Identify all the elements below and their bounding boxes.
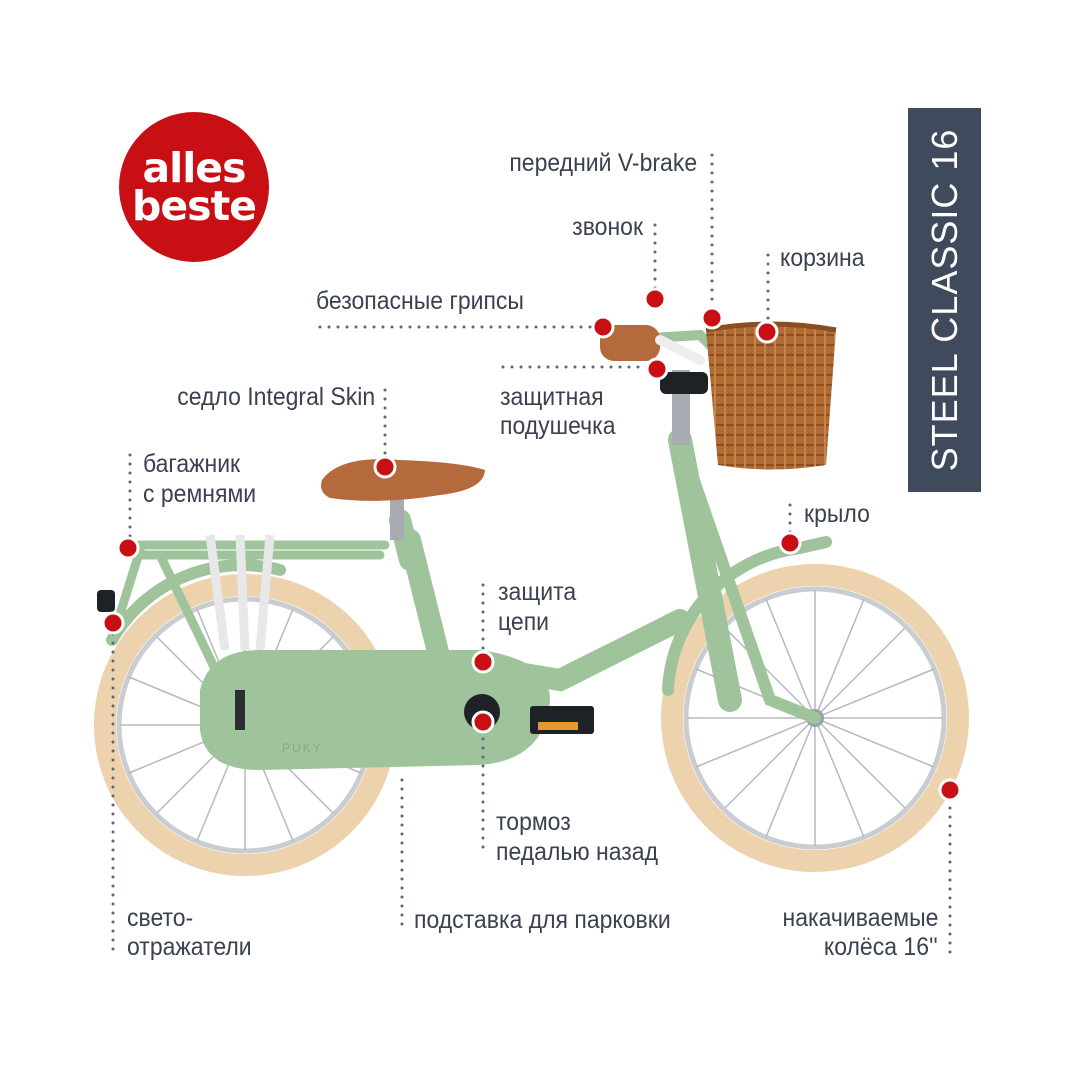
label-rack-line1: багажник [143,450,241,478]
label-wheels-line1: накачиваемые [782,904,938,932]
label-kickstand: подставка для парковки [414,906,671,934]
rear-fender [106,559,286,646]
label-pad-line1: защитная [500,383,604,411]
dot-saddle [373,455,397,479]
label-chainguard-line1: защита [498,578,577,606]
leader-lines [111,153,952,957]
grip [600,325,660,361]
rack-straps [205,534,275,651]
dot-vbrake [700,306,724,330]
label-front-vbrake: передний V-brake [509,149,697,177]
chain-guard-logo: PUKY [282,741,323,755]
basket [706,324,836,470]
dot-reflector [101,611,125,635]
label-grips: безопасные грипсы [316,287,524,315]
label-fender: крыло [804,500,870,528]
indicator-dots [101,287,962,802]
model-name-box: STEEL CLASSIC 16 [908,108,981,492]
brake-lever [655,335,705,365]
dot-coaster [471,710,495,734]
label-pad-line2: подушечка [500,412,616,440]
alles-beste-badge: alles beste [119,112,269,262]
label-bell: звонок [572,213,643,241]
dot-fender [778,531,802,555]
chain-guard [200,650,550,770]
seat-post [390,495,404,540]
dot-rack [116,536,140,560]
label-basket: корзина [780,244,865,272]
label-chainguard-line2: цепи [498,608,550,636]
label-reflectors-line2: отражатели [127,933,252,961]
dot-bell [643,287,667,311]
rear-reflector [97,590,115,612]
label-coaster-line2: педалью назад [496,838,658,866]
label-rack-line2: с ремнями [143,480,257,508]
dot-basket [755,320,779,344]
rear-rack [107,540,390,705]
badge-line2: beste [132,182,257,230]
label-reflectors-line1: свето- [127,904,194,932]
label-wheels-line2: колёса 16'' [824,933,938,961]
dot-wheels [938,778,962,802]
badge-line1: alles [142,144,247,192]
dot-chainguard [471,650,495,674]
saddle [321,459,485,501]
dot-grips [591,315,615,339]
dot-pad [645,357,669,381]
label-saddle: седло Integral Skin [177,383,375,411]
label-coaster-line1: тормоз [496,808,571,836]
